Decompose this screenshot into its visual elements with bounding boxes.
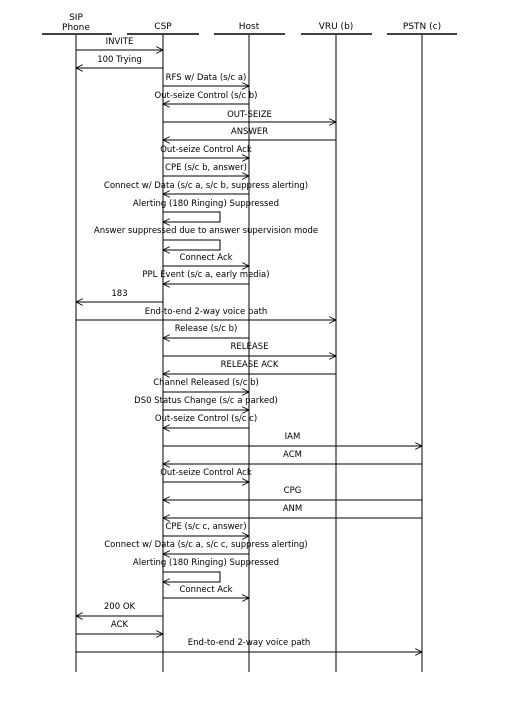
message-label: Alerting (180 Ringing) Suppressed: [133, 558, 279, 568]
message: Connect w/ Data (s/c a, s/c b, suppress …: [104, 181, 308, 194]
message: Connect Ack: [163, 253, 249, 266]
message: Out-seize Control (s/c c): [155, 414, 257, 428]
message: CPE (s/c c, answer): [163, 522, 249, 536]
participant-label: PSTN (c): [403, 22, 441, 32]
message-label: Connect Ack: [179, 253, 232, 263]
message-label: PPL Event (s/c a, early media): [142, 270, 269, 280]
message-label: RFS w/ Data (s/c a): [166, 73, 247, 83]
message-label: Connect w/ Data (s/c a, s/c b, suppress …: [104, 181, 308, 191]
message: Connect w/ Data (s/c a, s/c c, suppress …: [104, 540, 308, 554]
message: CPG: [163, 486, 422, 500]
message-label: CPE (s/c c, answer): [165, 522, 246, 532]
message: End-to-end 2-way voice path: [76, 307, 336, 320]
message: Connect Ack: [163, 585, 249, 598]
message-label: CPG: [284, 486, 302, 496]
message-label: Out-seize Control Ack: [160, 145, 252, 155]
message: Out-seize Control (s/c b): [154, 91, 258, 104]
message: ACM: [163, 450, 422, 464]
message: 200 OK: [76, 602, 163, 616]
message-label: ANSWER: [231, 127, 268, 137]
message: ACK: [76, 620, 163, 634]
message-label: End-to-end 2-way voice path: [188, 638, 311, 648]
message: Release (s/c b): [163, 324, 249, 338]
message-label: IAM: [285, 432, 301, 442]
message-label: Release (s/c b): [175, 324, 238, 334]
participant-label-line2: Phone: [62, 23, 90, 33]
message: End-to-end 2-way voice path: [76, 638, 422, 652]
message-label: CPE (s/c b, answer): [165, 163, 247, 173]
message: RELEASE ACK: [163, 360, 336, 374]
message: INVITE: [76, 37, 163, 50]
participant-vru: VRU (b): [301, 22, 372, 35]
message: DS0 Status Change (s/c a parked): [134, 396, 278, 410]
message-label: 200 OK: [104, 602, 136, 612]
message: 100 Trying: [76, 55, 163, 68]
message: RELEASE: [163, 342, 336, 356]
message-label: 183: [111, 289, 127, 299]
message: PPL Event (s/c a, early media): [142, 270, 270, 284]
message-label: Alerting (180 Ringing) Suppressed: [133, 199, 279, 209]
self-message-arrow: [163, 571, 221, 582]
participant-label: CSP: [154, 22, 172, 32]
message-label: INVITE: [106, 37, 134, 47]
participant-label: SIP: [69, 13, 83, 23]
message-label: Out-seize Control Ack: [160, 468, 252, 478]
message-label: DS0 Status Change (s/c a parked): [134, 396, 278, 406]
message-label: OUT-SEIZE: [227, 110, 272, 120]
participant-pstn: PSTN (c): [387, 22, 457, 35]
message-label: Channel Released (s/c b): [153, 378, 259, 388]
self-message-arrow: [163, 211, 221, 222]
message: Channel Released (s/c b): [153, 378, 259, 392]
message: RFS w/ Data (s/c a): [163, 73, 249, 86]
message: IAM: [163, 432, 422, 446]
message: ANSWER: [163, 127, 336, 140]
message-label: Out-seize Control (s/c b): [154, 91, 257, 101]
message-label: Out-seize Control (s/c c): [155, 414, 257, 424]
participant-host: Host: [214, 22, 285, 35]
message-label: End-to-end 2-way voice path: [145, 307, 268, 317]
message: Answer suppressed due to answer supervis…: [94, 226, 318, 250]
message-label: RELEASE: [231, 342, 269, 352]
message: 183: [76, 289, 163, 302]
message-label: ANM: [283, 504, 303, 514]
message: CPE (s/c b, answer): [163, 163, 249, 176]
message-label: ACM: [283, 450, 302, 460]
message-label: Connect w/ Data (s/c a, s/c c, suppress …: [104, 540, 308, 550]
participant-csp: CSP: [127, 22, 199, 35]
participant-label: Host: [239, 22, 260, 32]
message: Out-seize Control Ack: [160, 145, 252, 158]
message: ANM: [163, 504, 422, 518]
message-label: Answer suppressed due to answer supervis…: [94, 226, 318, 236]
message: Out-seize Control Ack: [160, 468, 252, 482]
message: Alerting (180 Ringing) Suppressed: [133, 558, 279, 582]
message-label: RELEASE ACK: [221, 360, 279, 370]
participant-label: VRU (b): [319, 22, 354, 32]
self-message-arrow: [163, 239, 221, 250]
message: OUT-SEIZE: [163, 110, 336, 122]
message-label: ACK: [111, 620, 129, 630]
message: Alerting (180 Ringing) Suppressed: [133, 199, 279, 222]
message-label: 100 Trying: [97, 55, 142, 65]
message-label: Connect Ack: [179, 585, 232, 595]
